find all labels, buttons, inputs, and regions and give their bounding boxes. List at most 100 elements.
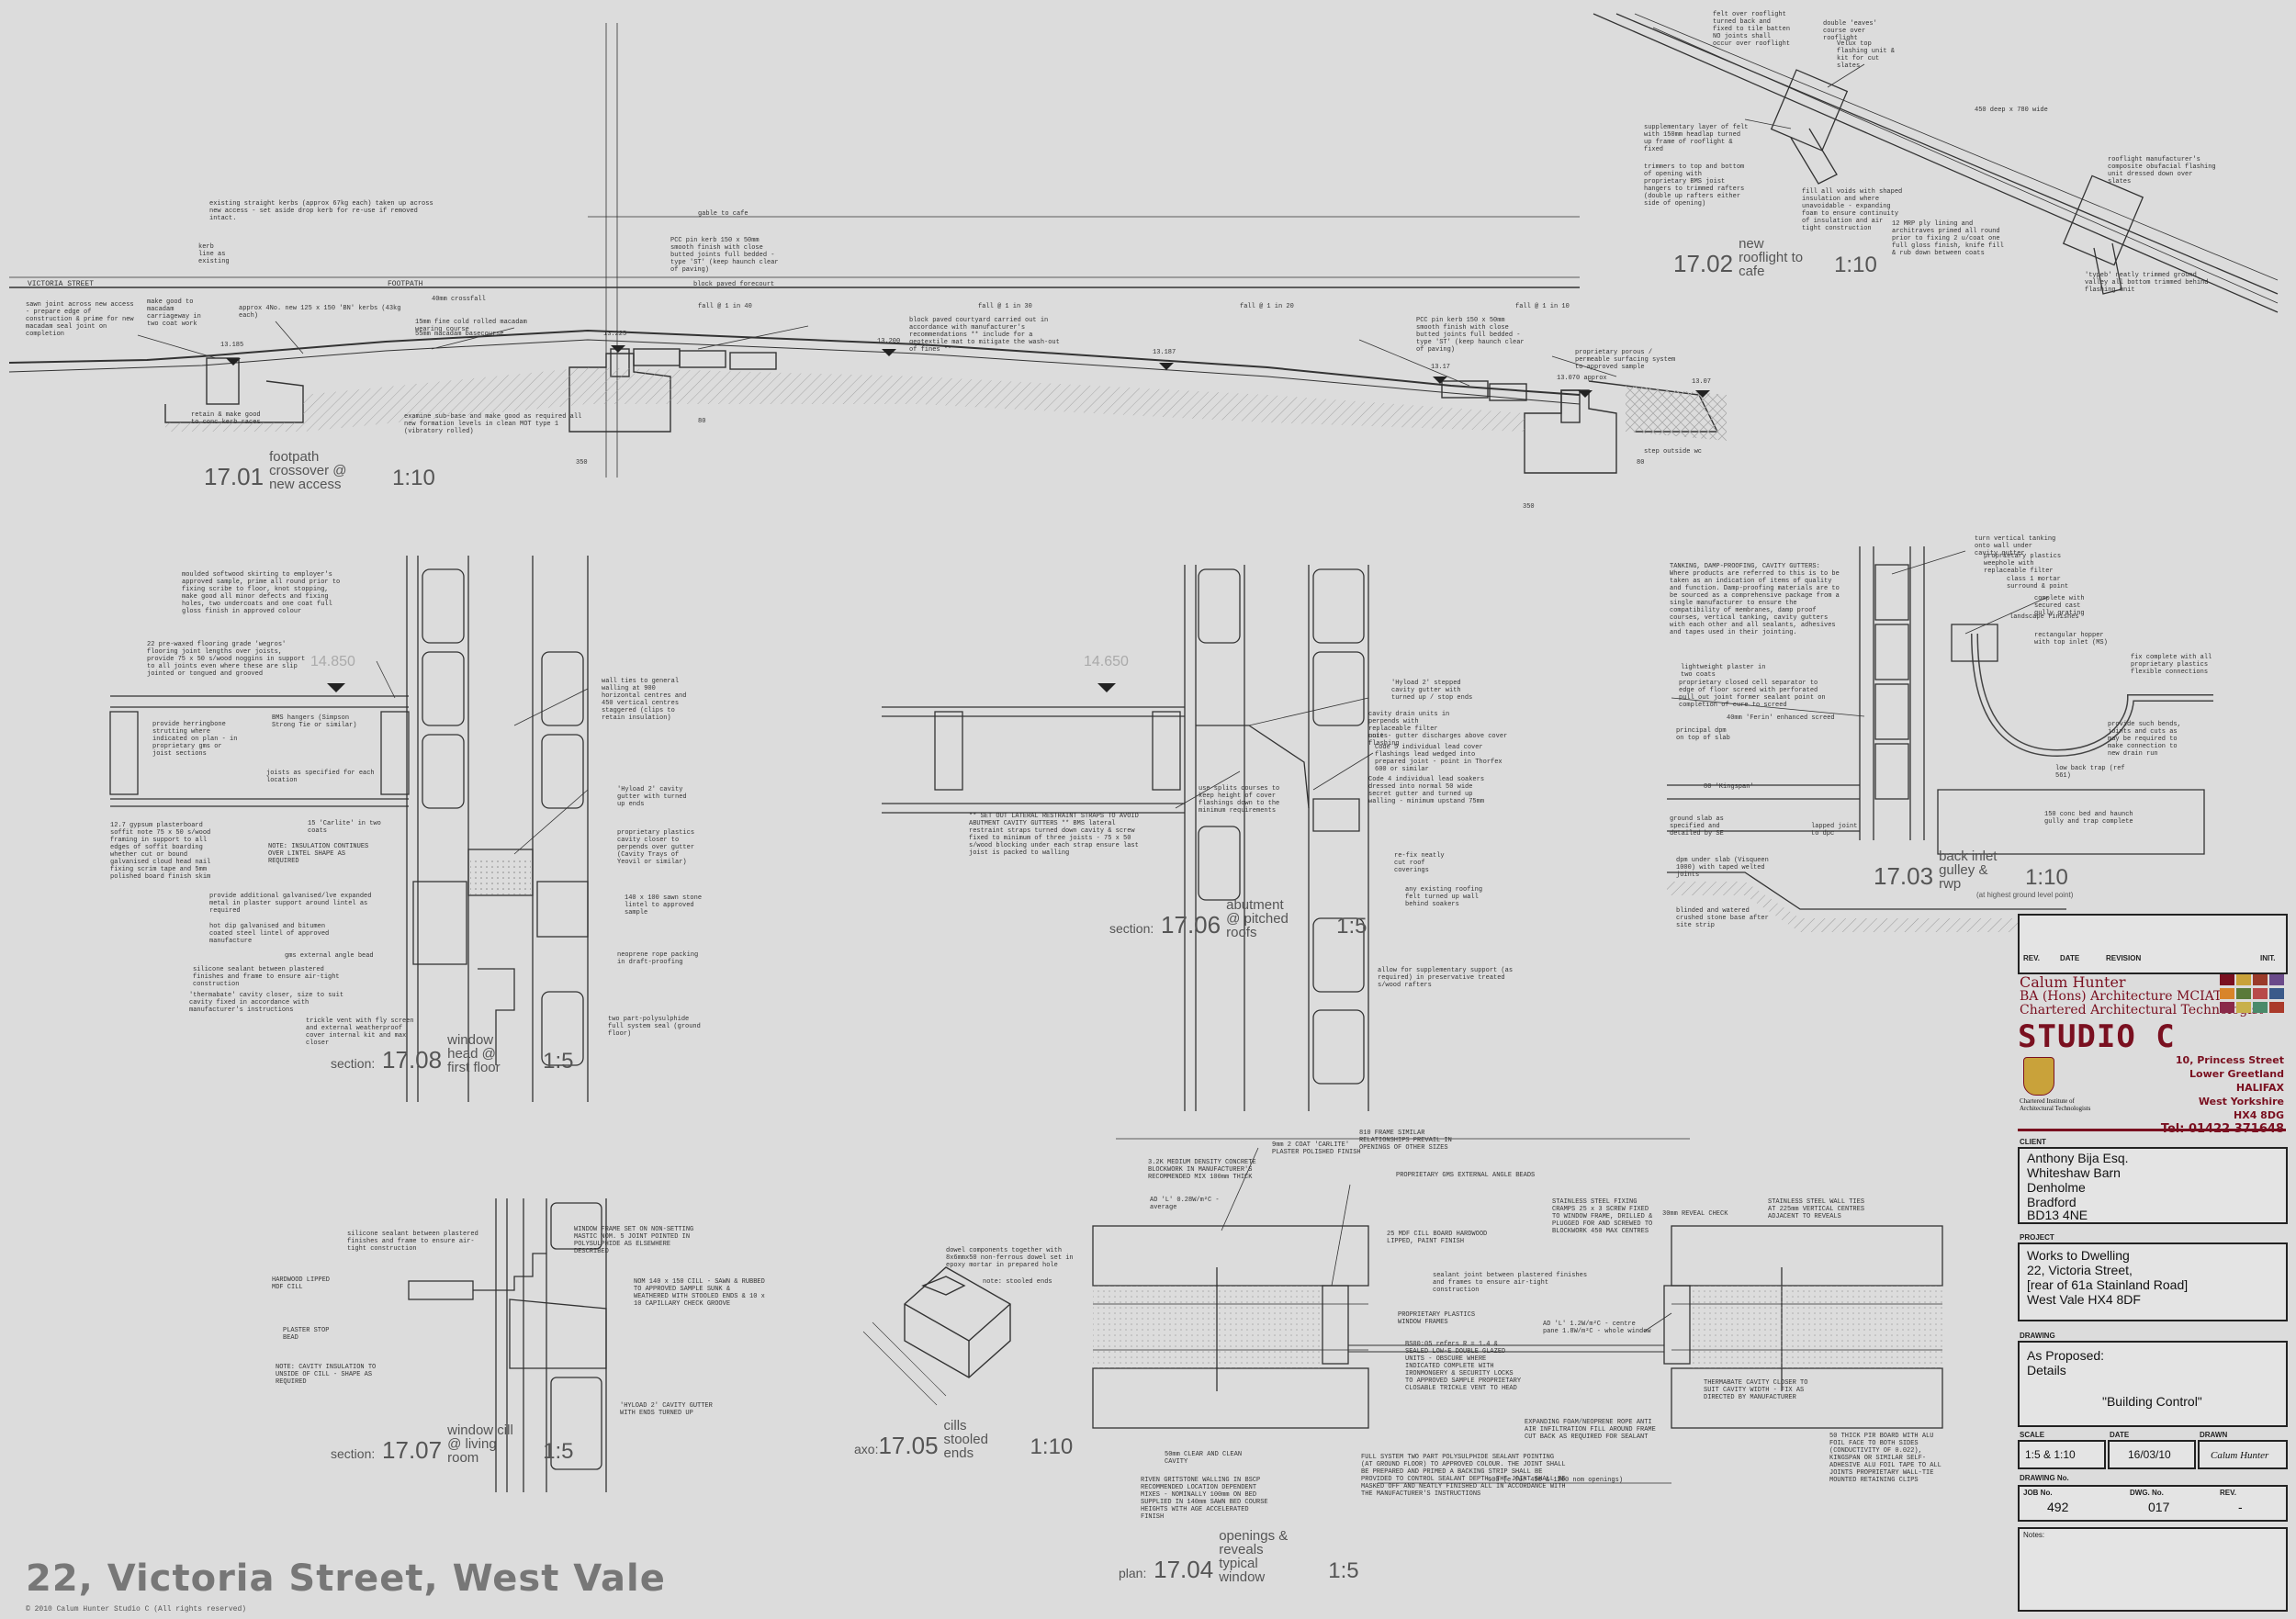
note-p10: STAINLESS STEEL WALL TIES AT 225mm VERTI… [1768,1198,1865,1220]
level-label: 13.225 [603,331,627,338]
detail-17-05-linework [862,1266,1011,1406]
note-r10: 'typeb' neatly trimmed ground valley all… [2085,272,2209,294]
note-r6: trimmers to top and bottom of opening wi… [1644,163,1745,208]
level-label: 13.17 [1431,364,1451,371]
note-a3: note - gutter discharges above cover fla… [1368,733,1508,748]
note-c1: WINDOW FRAME SET ON NON-SETTING MASTIC N… [574,1226,694,1255]
note-g12: principal dpm on top of slab [1676,727,1730,742]
note-h11: proprietary plastics cavity closer to pe… [617,829,695,866]
note-n8: block paved courtyard carried out in acc… [909,317,1060,354]
note-h19: two part-polysulphide full system seal (… [608,1016,701,1038]
dim-label: 350 [576,459,588,467]
site-label: gable to cafe [698,210,748,218]
note-h13: 140 x 100 sawn stone lintel to approved … [625,894,703,916]
studio-logo-squares-icon [2220,974,2284,1015]
note-p6: 25 MDF CILL BOARD HARDWOOD LIPPED, PAINT… [1387,1231,1488,1245]
detail-name: new rooflight to cafe [1739,236,1804,279]
note-h5: joists as specified for each location [266,770,375,784]
note-g4: class 1 mortar surround & point [2007,576,2069,590]
detail-number: 17.07 [382,1436,443,1464]
insulation-17-08 [470,859,531,895]
note-h2: 22 pre-waxed flooring grade 'wegros' flo… [147,641,306,678]
site-label: kerb line as existing [198,243,230,265]
detail-name: footpath crossover @ new access [269,449,347,492]
note-n9: proprietary porous / permeable surfacing… [1575,349,1676,371]
note-a1: 'Hyload 2' stepped cavity gutter with tu… [1391,680,1473,702]
note-r8: 12 MRP ply lining and architraves primed… [1892,220,2004,257]
note-a6: use splits courses to keep height of cov… [1199,785,1280,815]
detail-prefix: axo: [854,1442,879,1456]
detail-scale: 1:10 [392,466,435,490]
notes-label: Notes: [2023,1531,2045,1539]
detail-name: cills stooled ends [943,1418,988,1461]
detail-number: 17.04 [1154,1556,1214,1583]
insulation-17-04-right [1690,1286,1942,1368]
note-a7: ** SET OUT LATERAL RESTRAINT STRAPS TO A… [969,813,1139,857]
detail-scale: 1:5 [1336,914,1367,939]
note-p15: 50mm CLEAR AND CLEAN CAVITY [1165,1451,1243,1466]
note-p20: 600 (e for 450 & 1200 nom openings) [1488,1477,1624,1484]
note-h6: wall ties to general walling at 900 hori… [602,678,687,722]
revision-table: REV. DATE REVISION INIT. [2018,914,2288,974]
note-n5: 15mm fine cold rolled macadam wearing co… [415,319,527,333]
note-p18: RIVEN GRITSTONE WALLING IN BSCP RECOMMEN… [1141,1477,1268,1521]
detail-scale: 1:10 [2025,865,2068,890]
detail-number: 17.06 [1161,911,1221,939]
note-h17: silicone sealant between plastered finis… [193,966,340,988]
note-h16: gms external angle bead [285,952,374,960]
note-g16: ground slab as specified and detailed by… [1670,815,1724,838]
project-line: [rear of 61a Stainland Road] [2027,1277,2189,1292]
detail-note: (at highest ground level point) [1976,891,2074,899]
note-h15: neoprene rope packing in draft-proofing [617,951,699,966]
note-h14: hot dip galvanised and bitumen coated st… [209,923,330,945]
detail-scale: 1:10 [1834,253,1877,277]
designer-name: Calum Hunter [2020,973,2126,991]
note-p17: FULL SYSTEM TWO PART POLYSULPHIDE SEALAN… [1361,1454,1566,1498]
detail-number: 17.08 [382,1046,443,1074]
note-p16: EXPANDING FOAM/NEOPRENE ROPE ANTI AIR IN… [1525,1419,1656,1441]
dim-label: 80 [1637,459,1645,467]
note-g7: rectangular hopper with top inlet (MS) [2034,632,2108,646]
detail-scale: 1:5 [543,1439,574,1464]
fall-label: fall @ 1 in 40 [698,303,752,310]
note-a4: Code 5 individual lead cover flashings l… [1375,744,1503,773]
note-a9: any existing roofing felt turned up wall… [1405,886,1483,908]
client-line: BD13 4NE [2027,1208,2088,1222]
institute-crest-icon [2023,1057,2054,1096]
note-h20: trickle vent with fly screen and externa… [306,1017,414,1047]
note-h4: BMS hangers (Simpson Strong Tie or simil… [272,714,357,729]
note-n7: PCC pin kerb 150 x 50mm smooth finish wi… [670,237,779,274]
project-line: Works to Dwelling [2027,1248,2130,1263]
detail-prefix: section: [331,1446,376,1461]
note-h3: provide herringbone strutting where indi… [152,721,238,758]
date-value: 16/03/10 [2128,1448,2171,1461]
site-label: FOOTPATH [388,280,423,288]
note-g19: dpm under slab (Visqueen 1000) with tape… [1676,857,1769,879]
note-p11: PROPRIETARY PLASTICS WINDOW FRAMES [1398,1311,1476,1326]
note-p13: AD 'L' 1.2W/m²C - centre pane 1.8W/m²C -… [1543,1321,1651,1335]
note-g17: lapped joint to dpc [1811,823,1858,838]
client-label: CLIENT [2020,1138,2046,1146]
drawing-line: Details [2027,1363,2066,1377]
level-label: 13.07 [1692,378,1712,386]
drawing-line: As Proposed: [2027,1348,2105,1363]
detail-name: abutment @ pitched roofs [1226,897,1289,940]
note-c5: PLASTER STOP BEAD [283,1327,330,1342]
permeable-surface-hatch [1626,386,1727,441]
site-label: step outside wc [1644,448,1703,455]
note-n12: PCC pin kerb 150 x 50mm smooth finish wi… [1416,317,1525,354]
note-n11: retain & make good to conc kerb races [191,411,261,426]
note-h1: moulded softwood skirting to employer's … [182,571,341,615]
address-line: 10, Princess Street [2175,1054,2284,1066]
drawing-no-label: DRAWING No. [2020,1474,2069,1482]
detail-name: window cill @ living room [447,1422,513,1466]
level-mark: 14.850 [310,654,355,669]
note-r9: rooflight manufacturer's composite obufa… [2108,156,2216,186]
note-h8: 'Hyload 2' cavity gutter with turned up … [617,786,687,808]
note-g2: turn vertical tanking onto wall under ca… [1975,535,2056,557]
note-p1: 810 FRAME SIMILAR RELATIONSHIPS PREVAIL … [1359,1130,1452,1152]
note-c4: NOM 140 x 150 CILL - SAWN & RUBBED TO AP… [634,1278,765,1308]
note-n3: make good to macadam carriageway in two … [147,298,201,328]
